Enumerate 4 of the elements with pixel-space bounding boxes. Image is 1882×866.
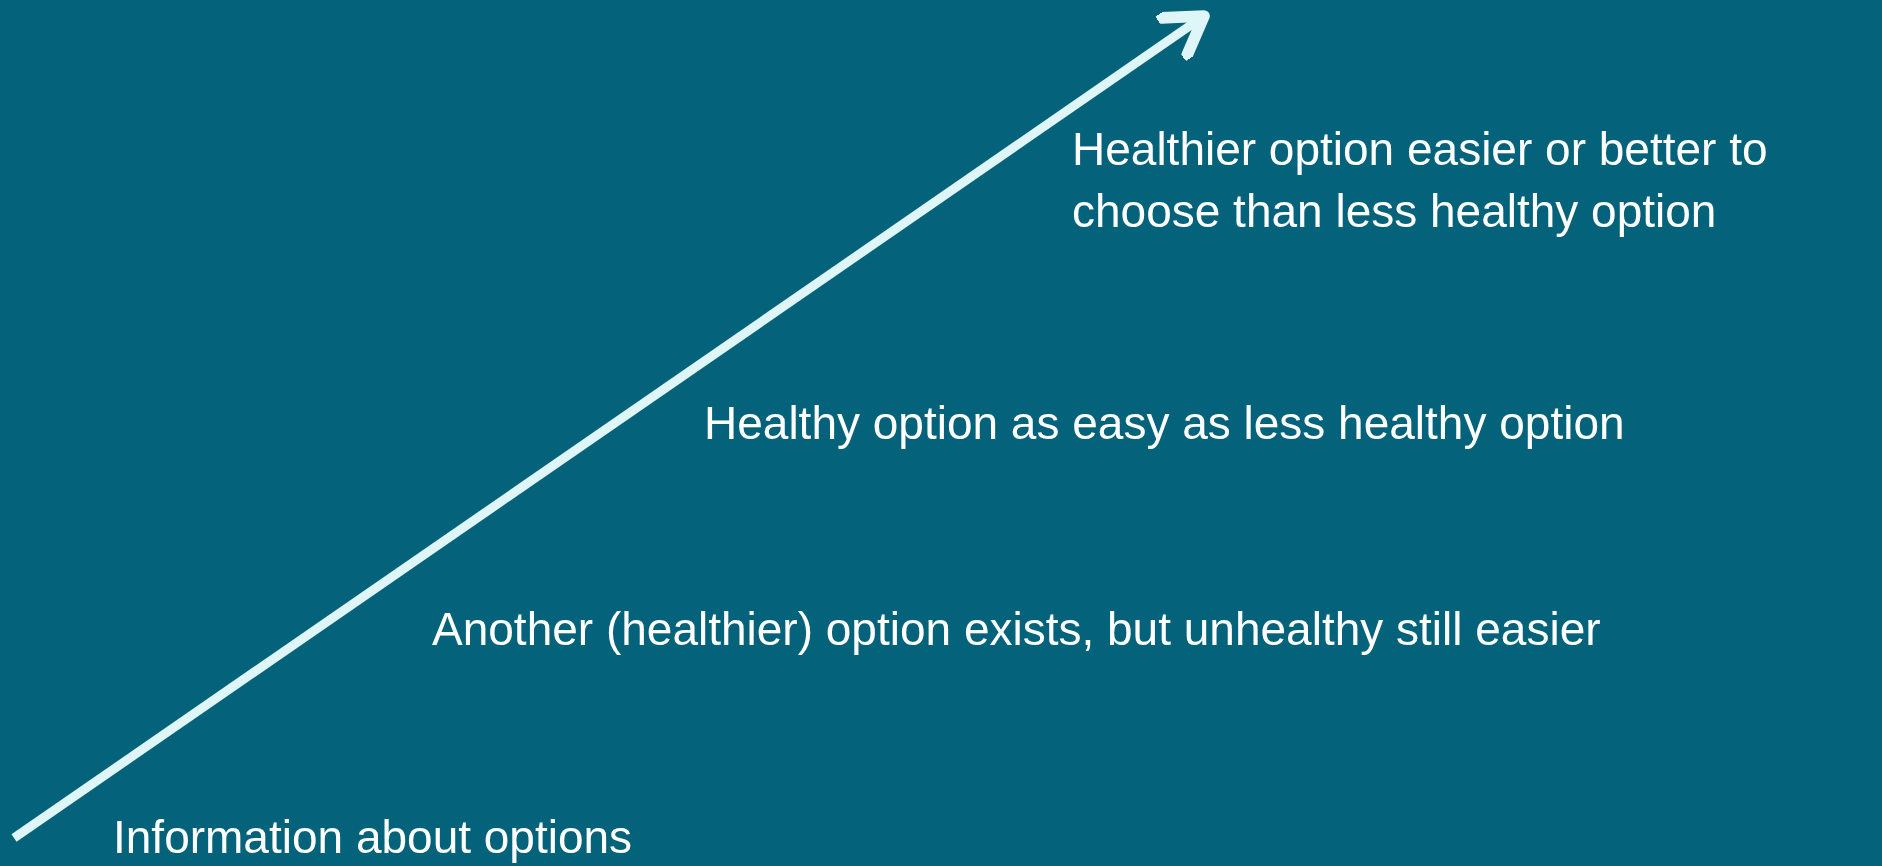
stage-label: Information about options — [113, 810, 633, 865]
stage-label: Another (healthier) option exists, but unhealthy still easier — [432, 602, 1601, 657]
stage-label: Healthy option as easy as less healthy option — [704, 396, 1625, 451]
stage-label: Healthier option easier or better to choose than less healthy option — [1072, 122, 1769, 239]
